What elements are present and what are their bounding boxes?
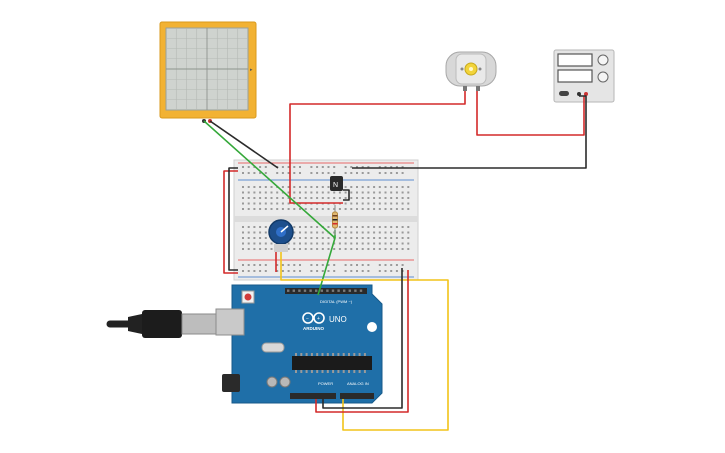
wire-yellow bbox=[280, 252, 449, 431]
wire-black bbox=[322, 268, 403, 409]
digital-header[interactable] bbox=[285, 288, 367, 294]
wire-black bbox=[209, 120, 279, 169]
brand-label: ARDUINO bbox=[303, 326, 324, 331]
dc-motor[interactable] bbox=[445, 51, 497, 91]
power-supply[interactable] bbox=[553, 49, 615, 103]
svg-text:▸: ▸ bbox=[250, 67, 253, 73]
analog-header[interactable] bbox=[340, 393, 374, 399]
usb-port bbox=[215, 308, 245, 336]
atmega-chip bbox=[292, 356, 372, 370]
transistor[interactable]: N bbox=[330, 176, 343, 191]
arduino-uno[interactable]: DIGITAL (PWM ~) − + ARDUINO UNO POWER AN… bbox=[215, 284, 383, 404]
wire-black bbox=[352, 95, 587, 169]
breadboard bbox=[233, 159, 419, 281]
analog-label: ANALOG IN bbox=[347, 381, 369, 386]
mounting-hole bbox=[367, 322, 377, 332]
wire-black bbox=[228, 167, 238, 271]
reset-button[interactable] bbox=[244, 293, 252, 301]
wire-red bbox=[223, 170, 238, 274]
crystal bbox=[261, 342, 285, 353]
resistor[interactable] bbox=[332, 205, 338, 235]
model-label: UNO bbox=[329, 315, 347, 324]
power-label: POWER bbox=[318, 381, 333, 386]
capacitor bbox=[266, 376, 278, 388]
capacitor bbox=[279, 376, 291, 388]
svg-text:+: + bbox=[317, 316, 320, 322]
arduino-logo: − + bbox=[302, 312, 325, 324]
wires[interactable] bbox=[203, 91, 587, 431]
supply-terminal-neg[interactable] bbox=[577, 92, 581, 96]
wire-red bbox=[315, 270, 409, 413]
transistor-label: N bbox=[333, 182, 338, 189]
digital-label: DIGITAL (PWM ~) bbox=[320, 299, 353, 304]
power-header[interactable] bbox=[290, 393, 336, 399]
oscilloscope[interactable]: ▸ bbox=[159, 21, 257, 123]
svg-text:−: − bbox=[306, 316, 309, 322]
wire-red bbox=[476, 91, 585, 136]
wire-black bbox=[343, 189, 350, 201]
wire-red bbox=[289, 91, 466, 204]
potentiometer[interactable] bbox=[268, 219, 294, 252]
supply-terminal-pos[interactable] bbox=[584, 92, 588, 96]
usb-cable bbox=[106, 310, 217, 338]
power-jack bbox=[222, 374, 240, 392]
